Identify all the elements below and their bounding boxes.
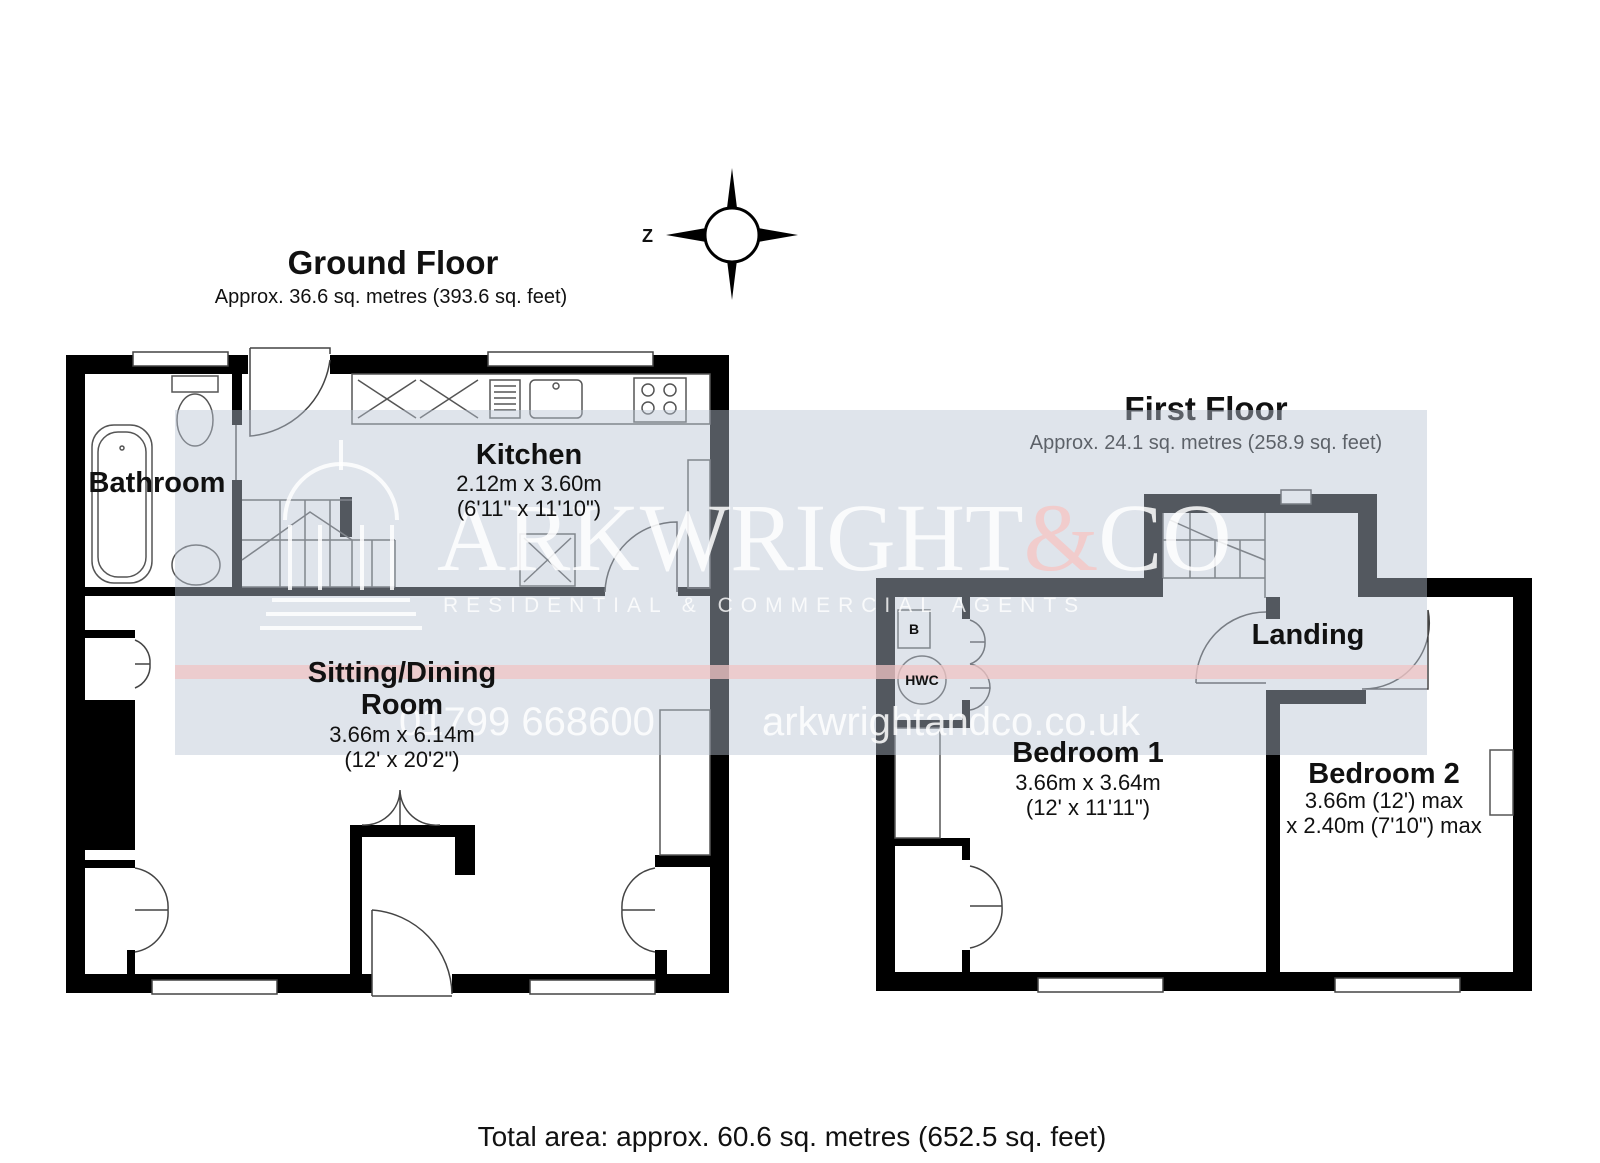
sitting-room-dimensions-imperial: (12' x 20'2") [344,747,459,772]
total-area: Total area: approx. 60.6 sq. metres (652… [478,1121,1107,1152]
bedroom-2-label: Bedroom 2 [1308,758,1459,790]
boiler-label: B [909,621,919,637]
kitchen-dimensions-metric: 2.12m x 3.60m [456,471,602,496]
watermark-band [175,410,1427,755]
ground-floor-area: Approx. 36.6 sq. metres (393.6 sq. feet) [215,286,567,308]
ground-floor-plan [66,347,729,997]
bedroom-1-dimensions-imperial: (12' x 11'11") [1026,795,1150,820]
watermark-phone: 01799 668600 [399,700,655,744]
first-floor-area: Approx. 24.1 sq. metres (258.9 sq. feet) [1030,432,1382,454]
sitting-room-dimensions-metric: 3.66m x 6.14m [329,722,475,747]
kitchen-dimensions-imperial: (6'11" x 11'10") [457,496,601,521]
landing-label: Landing [1252,619,1365,651]
bedroom-2-dimensions-line1: 3.66m (12') max [1305,788,1463,813]
bedroom-1-dimensions-metric: 3.66m x 3.64m [1015,770,1161,795]
watermark-website: arkwrightandco.co.uk [762,700,1141,744]
first-floor-title: First Floor [1124,390,1287,427]
bathroom-label: Bathroom [89,467,226,499]
bedroom-2-dimensions-line2: x 2.40m (7'10") max [1286,813,1481,838]
sitting-room-label-line1: Sitting/Dining [308,657,496,689]
watermark-accent-line [175,665,1427,679]
watermark-tagline: RESIDENTIAL & COMMERCIAL AGENTS [443,594,1086,617]
sitting-room-label-line2: Room [361,689,443,721]
watermark-brand: ARKWRIGHT&CO [437,484,1232,591]
kitchen-label: Kitchen [476,439,582,471]
watermark-logo-icon [260,440,422,630]
first-floor-plan [876,489,1532,993]
watermark: ARKWRIGHT&CO RESIDENTIAL & COMMERCIAL AG… [175,410,1427,755]
ground-floor-title: Ground Floor [288,244,499,281]
bedroom-1-label: Bedroom 1 [1012,737,1163,769]
hwc-label: HWC [905,672,938,688]
compass-icon: Z [642,168,798,300]
compass-north-label: Z [642,226,653,246]
